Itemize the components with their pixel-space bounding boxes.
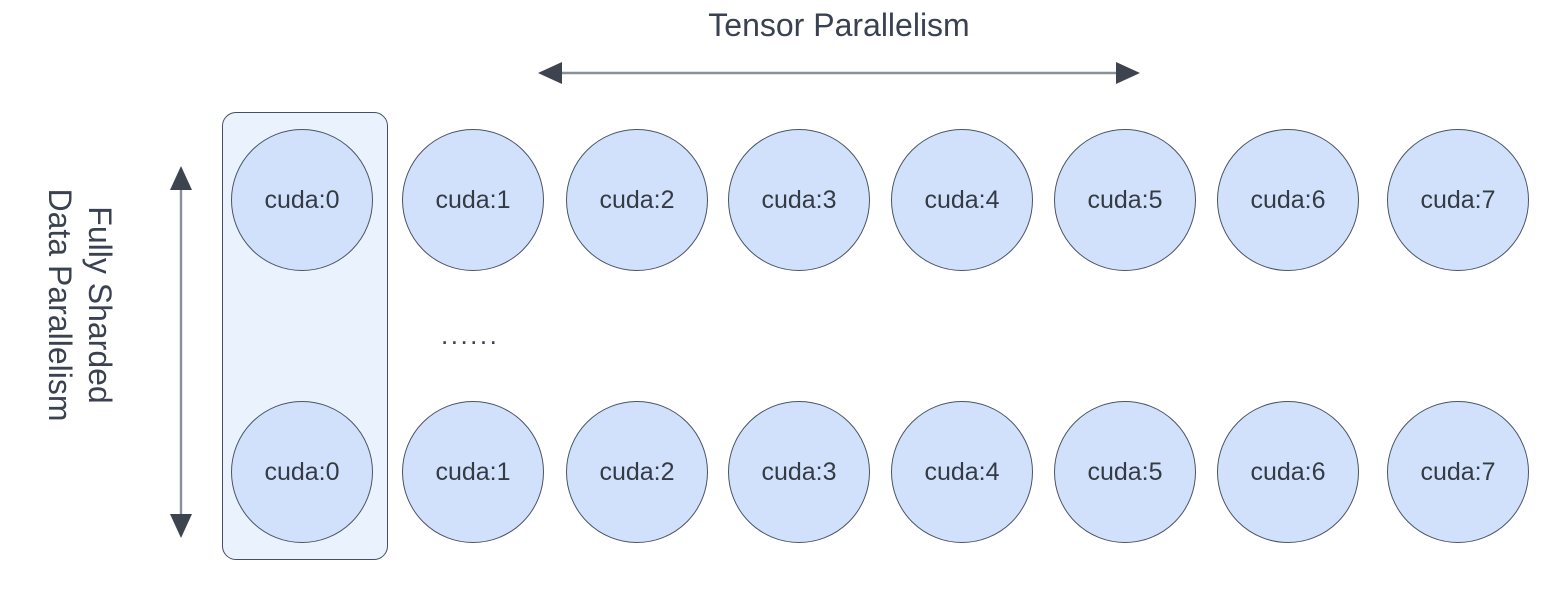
gpu-node-label: cuda:4: [924, 185, 1000, 214]
gpu-node-top-5[interactable]: cuda:5: [1054, 129, 1196, 271]
gpu-node-top-6[interactable]: cuda:6: [1217, 129, 1359, 271]
gpu-node-label: cuda:4: [924, 457, 1000, 486]
gpu-node-bottom-5[interactable]: cuda:5: [1054, 401, 1196, 543]
gpu-node-label: cuda:7: [1420, 457, 1496, 486]
gpu-node-top-1[interactable]: cuda:1: [402, 129, 544, 271]
gpu-node-label: cuda:3: [761, 185, 837, 214]
gpu-node-label: cuda:2: [599, 185, 675, 214]
gpu-node-bottom-7[interactable]: cuda:7: [1387, 401, 1529, 543]
gpu-node-top-2[interactable]: cuda:2: [566, 129, 708, 271]
gpu-node-top-3[interactable]: cuda:3: [728, 129, 870, 271]
fsdp-axis-label-line-2: Data Parallelism: [42, 188, 78, 422]
gpu-node-label: cuda:0: [264, 457, 340, 486]
gpu-node-label: cuda:2: [599, 457, 675, 486]
gpu-node-top-7[interactable]: cuda:7: [1387, 129, 1529, 271]
gpu-node-bottom-0[interactable]: cuda:0: [231, 401, 373, 543]
gpu-node-bottom-3[interactable]: cuda:3: [728, 401, 870, 543]
tensor-parallelism-axis-arrow: [536, 56, 1142, 90]
gpu-node-label: cuda:7: [1420, 185, 1496, 214]
gpu-node-top-0[interactable]: cuda:0: [231, 129, 373, 271]
gpu-node-label: cuda:0: [264, 185, 340, 214]
gpu-node-label: cuda:6: [1250, 185, 1326, 214]
gpu-node-bottom-4[interactable]: cuda:4: [891, 401, 1033, 543]
gpu-node-label: cuda:5: [1087, 457, 1163, 486]
fsdp-axis-label: Fully Sharded Data Parallelism: [0, 0, 160, 610]
gpu-node-top-4[interactable]: cuda:4: [891, 129, 1033, 271]
gpu-node-label: cuda:6: [1250, 457, 1326, 486]
gpu-node-label: cuda:3: [761, 457, 837, 486]
fsdp-axis-label-line-1: Fully Sharded: [82, 206, 118, 404]
gpu-node-label: cuda:1: [435, 457, 511, 486]
gpu-node-bottom-1[interactable]: cuda:1: [402, 401, 544, 543]
page-title: Tensor Parallelism: [708, 7, 970, 43]
gpu-node-label: cuda:1: [435, 185, 511, 214]
omitted-rows-ellipsis: ......: [441, 320, 500, 350]
gpu-node-bottom-6[interactable]: cuda:6: [1217, 401, 1359, 543]
fsdp-axis-arrow: [164, 164, 198, 540]
gpu-node-bottom-2[interactable]: cuda:2: [566, 401, 708, 543]
gpu-node-label: cuda:5: [1087, 185, 1163, 214]
